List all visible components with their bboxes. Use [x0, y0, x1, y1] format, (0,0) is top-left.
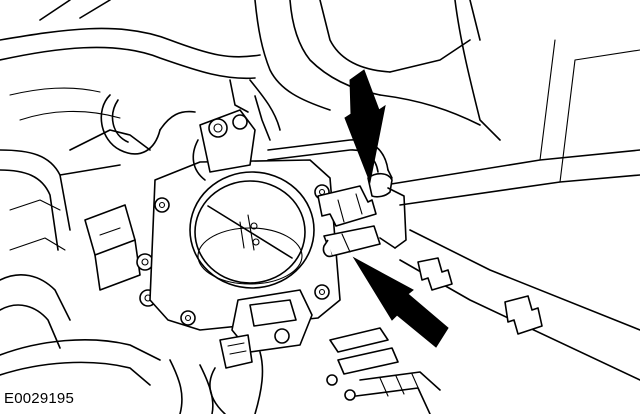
vacuum-hoses [267, 139, 441, 414]
figure-code-label: E0029195 [4, 390, 75, 407]
upper-pointer-arrow [344, 69, 386, 184]
pointer-arrows [344, 69, 449, 348]
throttle-body [149, 79, 341, 414]
lower-pointer-arrow [352, 256, 449, 348]
